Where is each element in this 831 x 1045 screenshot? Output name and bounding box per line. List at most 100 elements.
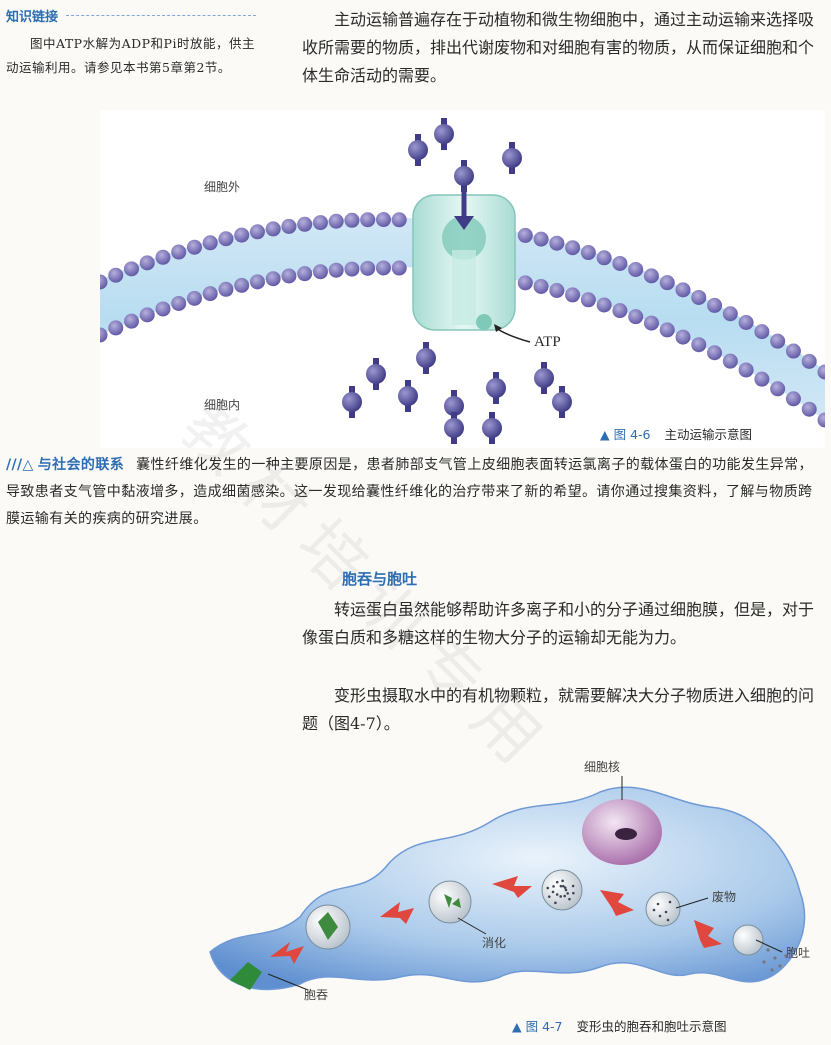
phospholipid-head [155, 249, 171, 265]
phospholipid-head [549, 235, 565, 251]
phospholipid-head [265, 271, 281, 287]
phospholipid-head [202, 286, 218, 302]
phospholipid-head [249, 224, 265, 240]
carrier-protein [412, 194, 516, 331]
phospholipid-head [691, 289, 707, 305]
phospholipid-head [139, 307, 155, 323]
solute-molecule [366, 358, 386, 390]
phospholipid-head [344, 261, 360, 277]
section-paragraph-2: 变形虫摄取水中的有机物颗粒，就需要解决大分子物质进入细胞的问题（图4-7）。 [302, 686, 815, 733]
phospholipid-head [234, 227, 250, 243]
phospholipid-heads-bottom [92, 260, 831, 428]
phospholipid-head [391, 260, 407, 276]
sidebar-text: 图中ATP水解为ADP和Pi时放能，供主动运输利用。请参见本书第5章第2节。 [6, 36, 255, 75]
caption-number: 图 4-6 [613, 427, 651, 442]
phospholipid-head [202, 235, 218, 251]
sidebar-title: 知识链接 [6, 10, 59, 25]
society-text: 囊性纤维化发生的一种主要原因是，患者肺部支气管上皮细胞表面转运氯离子的载体蛋白的… [6, 457, 813, 527]
section-paragraph-1: 转运蛋白虽然能够帮助许多离子和小的分子通过细胞膜，但是，对于像蛋白质和多糖这样的… [302, 600, 815, 647]
solute-molecule [416, 342, 436, 374]
phospholipid-head [565, 287, 581, 303]
caption-text: 主动运输示意图 [664, 427, 752, 442]
label-outside-cell: 细胞外 [204, 180, 241, 194]
figure-caption: ▲ 图 4-6 主动运输示意图 [600, 424, 752, 443]
phospholipid-head [580, 245, 596, 261]
section-title: 胞吞与胞吐 [342, 570, 418, 588]
phospholipid-head [218, 281, 234, 297]
solute-molecule [408, 134, 428, 166]
phospholipid-head [328, 262, 344, 278]
amoeba-figure: 细胞核 废物 消化 胞吐 胞吞 [200, 752, 831, 1007]
phospholipid-head [691, 337, 707, 353]
phospholipid-head [391, 212, 407, 228]
solute-molecule [534, 362, 554, 394]
phospholipid-head [375, 260, 391, 276]
caption2-text: 变形虫的胞吞和胞吐示意图 [576, 1019, 727, 1034]
phospholipid-head [612, 255, 628, 271]
phospholipid-head [659, 275, 675, 291]
main-paragraph: 主动运输普遍存在于动植物和微生物细胞中，通过主动运输来选择吸收所需要的物质，排出… [302, 10, 815, 85]
molecules-inside [342, 342, 572, 444]
phospholipid-head [643, 268, 659, 284]
phospholipid-head [596, 250, 612, 266]
phospholipid-head [801, 353, 817, 369]
phospholipid-head [360, 212, 376, 228]
phospholipid-head [675, 329, 691, 345]
process-arrows [270, 876, 722, 964]
solute-molecule [444, 390, 464, 422]
phospholipid-head [628, 261, 644, 277]
phospholipid-head [549, 282, 565, 298]
atp-arrow-icon [494, 324, 531, 343]
phospholipid-heads-top [92, 212, 831, 380]
phospholipid-head [517, 275, 533, 291]
phospholipid-head [707, 297, 723, 313]
solute-molecule [486, 372, 506, 404]
phospholipid-head [234, 277, 250, 293]
link-icon: ///△ [6, 457, 34, 473]
phospholipid-head [754, 371, 770, 387]
phospholipid-head [297, 216, 313, 232]
caption-triangle-icon: ▲ [600, 427, 610, 442]
phospholipid-head [123, 313, 139, 329]
phospholipid-head [171, 295, 187, 311]
phospholipid-head [707, 345, 723, 361]
phospholipid-head [533, 231, 549, 247]
phospholipid-head [249, 274, 265, 290]
phospholipid-head [108, 320, 124, 336]
phospholipid-head [360, 260, 376, 276]
active-transport-figure: 细胞外 细胞内 ATP ▲ 图 4-6 主动运输示意图 [92, 110, 831, 448]
phospholipid-head [675, 282, 691, 298]
phospholipid-head [738, 362, 754, 378]
phospholipid-head [297, 266, 313, 282]
phospholipid-head [281, 268, 297, 284]
phospholipid-head [801, 401, 817, 417]
phospholipid-head [722, 353, 738, 369]
label-nucleus: 细胞核 [584, 760, 621, 774]
phospholipid-head [312, 264, 328, 280]
label-exocytosis: 胞吐 [786, 946, 811, 960]
society-connection: ///△与社会的联系囊性纤维化发生的一种主要原因是，患者肺部支气管上皮细胞表面转… [6, 452, 824, 533]
phospholipid-head [517, 227, 533, 243]
solute-molecule [342, 386, 362, 418]
phospholipid-head [375, 212, 391, 228]
solute-molecule [444, 412, 464, 444]
phospholipid-head [186, 239, 202, 255]
solute-molecule [434, 118, 454, 150]
phospholipid-head [596, 297, 612, 313]
amoeba-diagram [209, 776, 806, 991]
solute-molecule [482, 412, 502, 444]
solute-molecule [552, 386, 572, 418]
sidebar-divider [66, 15, 256, 17]
label-waste: 废物 [712, 890, 737, 904]
membrane-diagram [92, 110, 831, 448]
phospholipid-head [628, 309, 644, 325]
solute-molecule [454, 160, 474, 192]
phospholipid-head [265, 221, 281, 237]
label-inside-cell: 细胞内 [204, 398, 241, 412]
society-heading: 与社会的联系 [37, 457, 125, 473]
phospholipid-head [186, 290, 202, 306]
phospholipid-head [770, 333, 786, 349]
phospholipid-head [785, 391, 801, 407]
label-endocytosis: 胞吞 [304, 988, 329, 1002]
phospholipid-head [580, 292, 596, 308]
